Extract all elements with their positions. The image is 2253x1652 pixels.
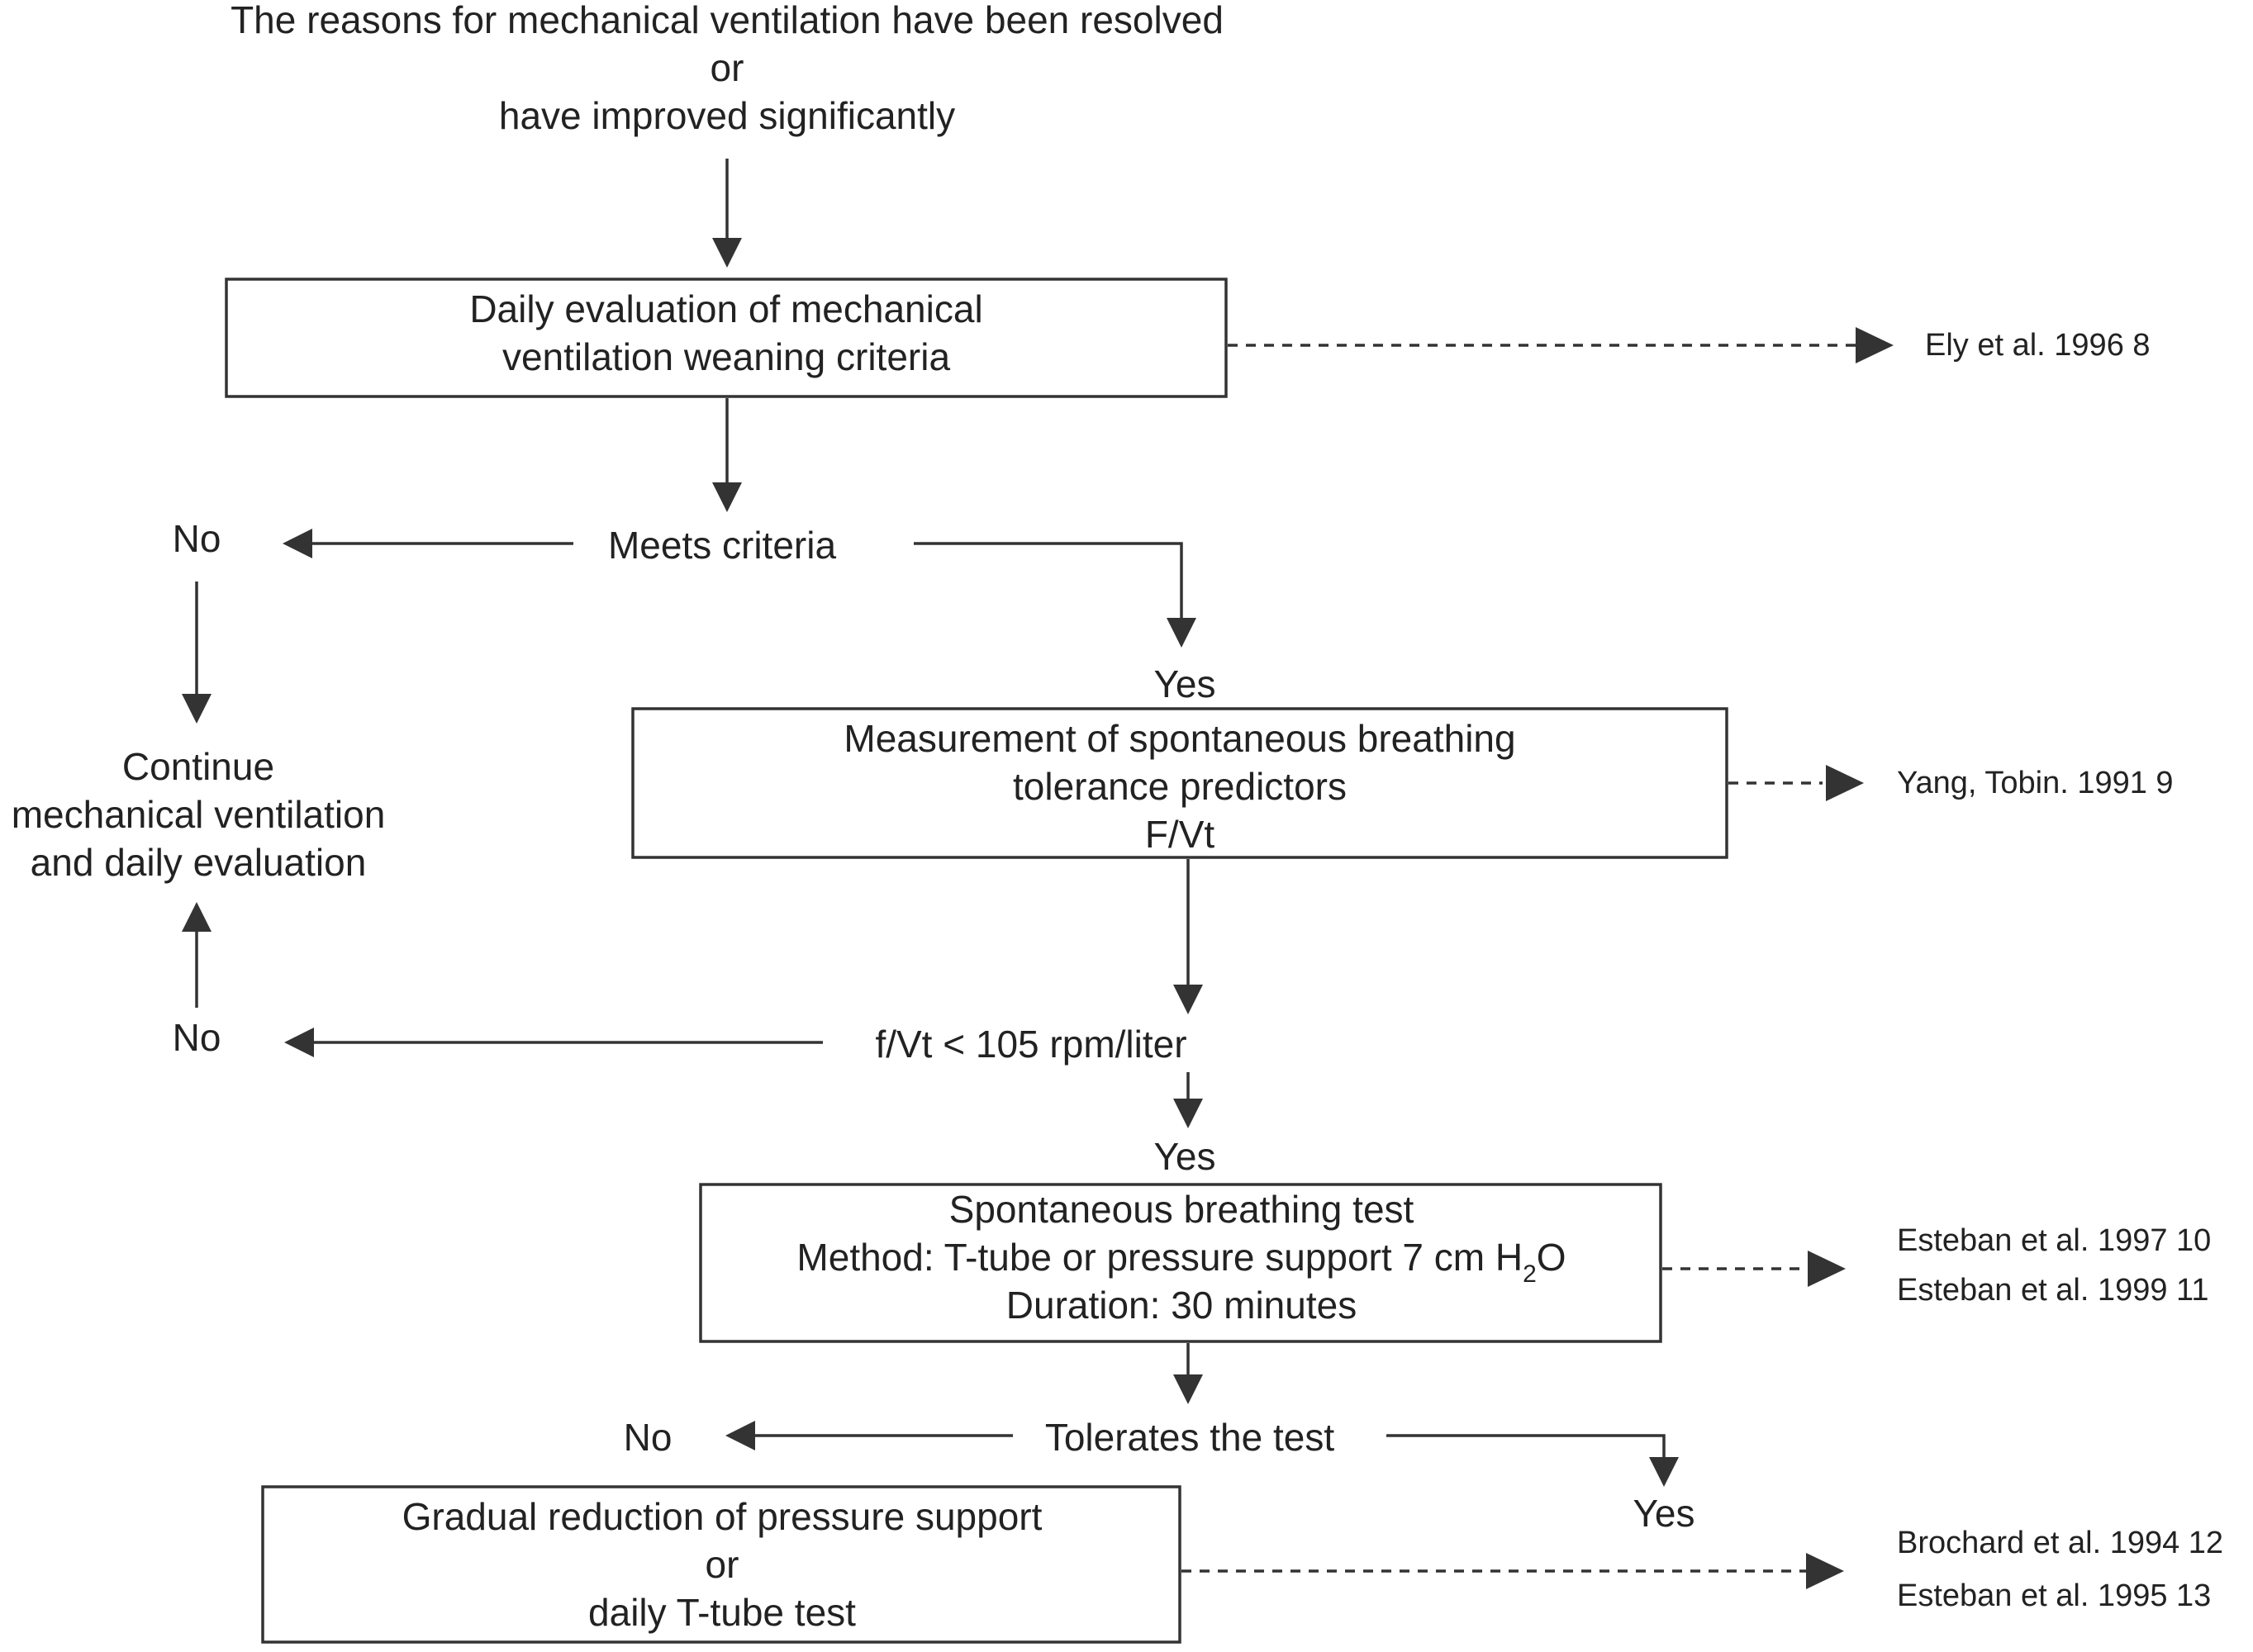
continue-line-2: mechanical ventilation [12,793,386,836]
sbt-box-line-1: Spontaneous breathing test [949,1188,1414,1231]
arrowhead-tolerates-no [725,1421,755,1450]
arrowhead-ref-1 [1856,327,1894,363]
arrowhead-start-daily [712,238,742,268]
sbt-line-2-subscript: 2 [1523,1260,1537,1288]
daily-evaluation-box [225,278,1228,398]
start-line-1: The reasons for mechanical ventilation h… [231,0,1224,41]
daily-box-line-1: Daily evaluation of mechanical [469,287,982,330]
spontaneous-breathing-test-box [699,1183,1662,1343]
arrowhead-no2-continue [182,902,212,932]
label-no-1: No [173,517,221,560]
arrowhead-ref-3 [1808,1251,1846,1287]
sbt-line-2-end: O [1537,1236,1566,1279]
label-yes-1: Yes [1153,662,1215,705]
gradual-box-line-3: daily T-tube test [588,1591,856,1634]
reference-esteban-1999: Esteban et al. 1999 11 [1897,1273,2208,1308]
arrowhead-ref-4 [1806,1553,1844,1589]
arrowhead-no-continue [182,694,212,724]
reference-ely: Ely et al. 1996 8 [1925,328,2151,363]
reference-esteban-1995: Esteban et al. 1995 13 [1897,1578,2211,1613]
decision-tolerates-test: Tolerates the test [1045,1416,1335,1459]
arrowhead-daily-criteria [712,482,742,512]
arrowhead-ref-2 [1826,765,1864,801]
measure-box-line-1: Measurement of spontaneous breathing [844,717,1515,760]
start-line-3: have improved significantly [499,94,955,137]
connector-criteria-yes [914,542,1183,618]
label-yes-3: Yes [1633,1492,1695,1535]
decision-meets-criteria: Meets criteria [608,524,836,567]
gradual-reduction-box [261,1485,1181,1644]
arrowhead-fvt-no [284,1028,314,1057]
daily-box-line-2: ventilation weaning criteria [502,335,950,378]
sbt-line-2-main: Method: T-tube or pressure support 7 cm … [796,1236,1523,1279]
arrowhead-tolerates-yes [1649,1457,1679,1487]
continue-line-3: and daily evaluation [31,841,367,884]
label-yes-2: Yes [1153,1135,1215,1178]
start-line-2: or [711,46,744,89]
arrowhead-sbt-tolerates [1173,1374,1203,1404]
decision-fvt: f/Vt < 105 rpm/liter [875,1023,1186,1066]
measure-box-line-2: tolerance predictors [1013,765,1347,808]
arrowhead-criteria-yes [1167,618,1196,648]
arrowhead-measure-fvt [1173,985,1203,1014]
label-no-3: No [624,1416,673,1459]
reference-yang: Yang, Tobin. 1991 9 [1897,766,2174,800]
measure-box-line-3: F/Vt [1145,813,1215,856]
reference-esteban-1997: Esteban et al. 1997 10 [1897,1223,2211,1258]
arrowhead-fvt-yes [1173,1099,1203,1128]
gradual-box-line-2: or [706,1543,739,1586]
sbt-box-line-3: Duration: 30 minutes [1006,1284,1357,1327]
sbt-box-line-2: Method: T-tube or pressure support 7 cm … [796,1236,1566,1288]
continue-line-1: Continue [122,745,274,788]
label-no-2: No [173,1016,221,1059]
measurement-box [631,707,1728,859]
connector-tolerates-yes [1386,1434,1666,1457]
gradual-box-line-1: Gradual reduction of pressure support [402,1495,1043,1538]
arrowhead-criteria-no [283,529,312,558]
reference-brochard-1994: Brochard et al. 1994 12 [1897,1526,2223,1560]
